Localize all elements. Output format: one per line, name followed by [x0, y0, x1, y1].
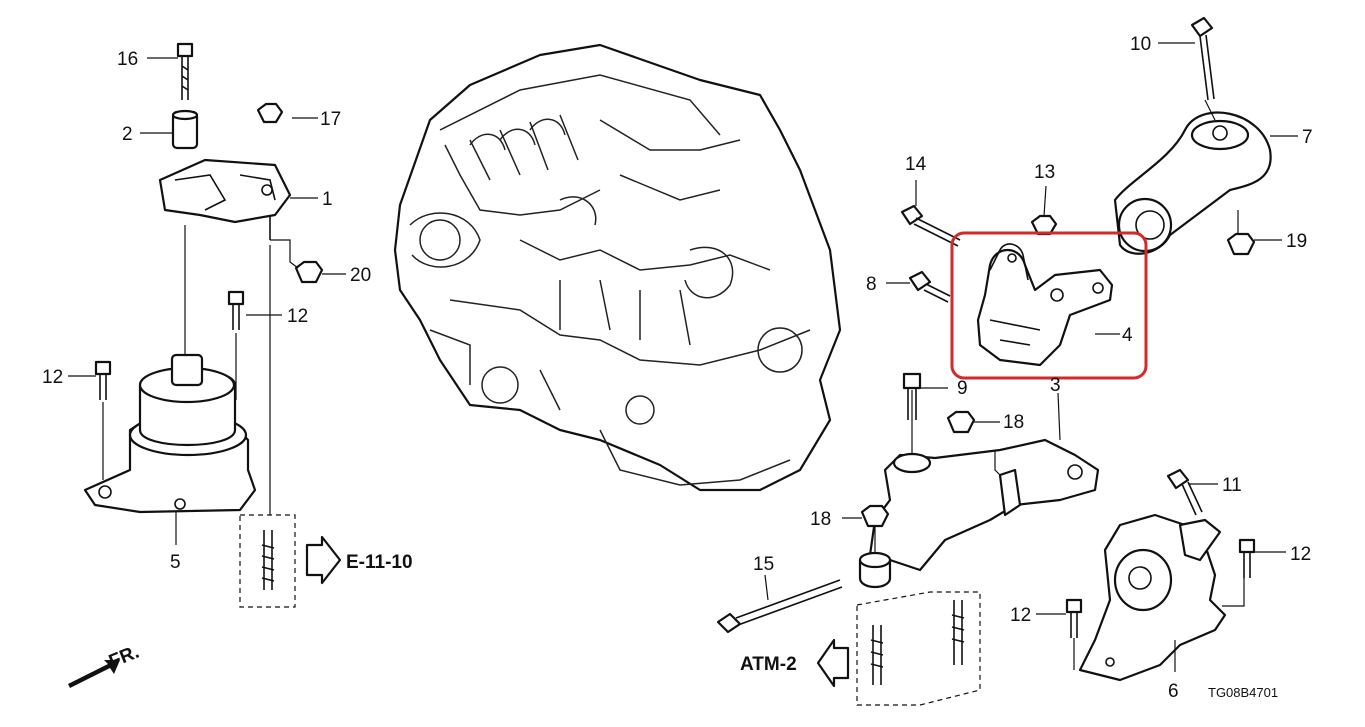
callout-19: 19 — [1286, 231, 1307, 252]
bolt-part-10 — [1190, 16, 1215, 101]
callout-9: 9 — [957, 378, 968, 399]
reference-arrow-icon — [305, 535, 342, 585]
callout-4: 4 — [1122, 325, 1133, 346]
reference-e-11-10: E-11-10 — [346, 552, 413, 573]
highlight-box — [950, 231, 1148, 380]
callout-11: 11 — [1222, 475, 1242, 496]
nut-part-19 — [1226, 232, 1256, 256]
bolt-part-12-lower-right — [1065, 598, 1083, 638]
callout-8: 8 — [866, 274, 877, 295]
callout-20: 20 — [350, 265, 371, 286]
bolt-part-12-upper-left — [227, 290, 245, 330]
callout-6: 6 — [1168, 681, 1179, 702]
callout-13: 13 — [1034, 162, 1055, 183]
stud-reference-box — [239, 514, 296, 608]
bolt-part-16 — [176, 42, 194, 100]
bolt-part-8 — [908, 270, 951, 303]
bolt-part-11 — [1166, 468, 1203, 516]
stud-reference-box-atm — [856, 591, 981, 706]
callout-2: 2 — [122, 124, 133, 145]
torque-rod-part-7 — [1113, 111, 1272, 255]
bracket-part-1 — [158, 158, 292, 240]
callout-18-lower: 18 — [810, 509, 831, 530]
bracket-part-4 — [976, 243, 1114, 367]
callout-7: 7 — [1302, 127, 1313, 148]
callout-18-upper: 18 — [1003, 412, 1024, 433]
callout-15: 15 — [753, 554, 774, 575]
nut-part-18-lower — [860, 504, 890, 528]
bolt-part-12-right — [1238, 538, 1256, 578]
collar — [858, 551, 892, 589]
callout-12-right: 12 — [1290, 544, 1311, 565]
nut-part-20 — [294, 260, 324, 284]
callout-12-left: 12 — [42, 367, 63, 388]
nut-part-18-upper — [946, 410, 976, 434]
engine-assembly — [393, 43, 842, 492]
spacer-part-2 — [171, 109, 199, 150]
bolt-part-12-left — [94, 360, 112, 400]
transmission-mount-part-6 — [1078, 513, 1227, 682]
callout-3: 3 — [1050, 375, 1061, 396]
front-direction-arrow-icon — [68, 660, 120, 688]
callout-12-lower-right: 12 — [1010, 605, 1031, 626]
callout-10: 10 — [1130, 34, 1151, 55]
engine-mount-part-5 — [83, 353, 257, 514]
bracket-part-3 — [868, 438, 1100, 572]
callout-1: 1 — [322, 189, 333, 210]
callout-14: 14 — [905, 154, 927, 175]
nut-part-17 — [256, 102, 284, 124]
diagram-code: TG08B4701 — [1208, 685, 1278, 700]
bolt-part-14 — [900, 204, 961, 247]
callout-17: 17 — [320, 109, 341, 130]
nut-part-13 — [1030, 214, 1058, 236]
bolt-part-15 — [716, 579, 843, 634]
leader-lines — [68, 42, 1298, 672]
callout-12-upper-left: 12 — [287, 306, 308, 327]
bolt-part-9 — [902, 372, 922, 420]
reference-arrow-atm-icon — [816, 638, 850, 688]
callout-5: 5 — [170, 552, 181, 573]
front-label: FR. — [106, 642, 142, 673]
callout-16: 16 — [117, 49, 138, 70]
reference-atm-2: ATM-2 — [740, 654, 797, 675]
